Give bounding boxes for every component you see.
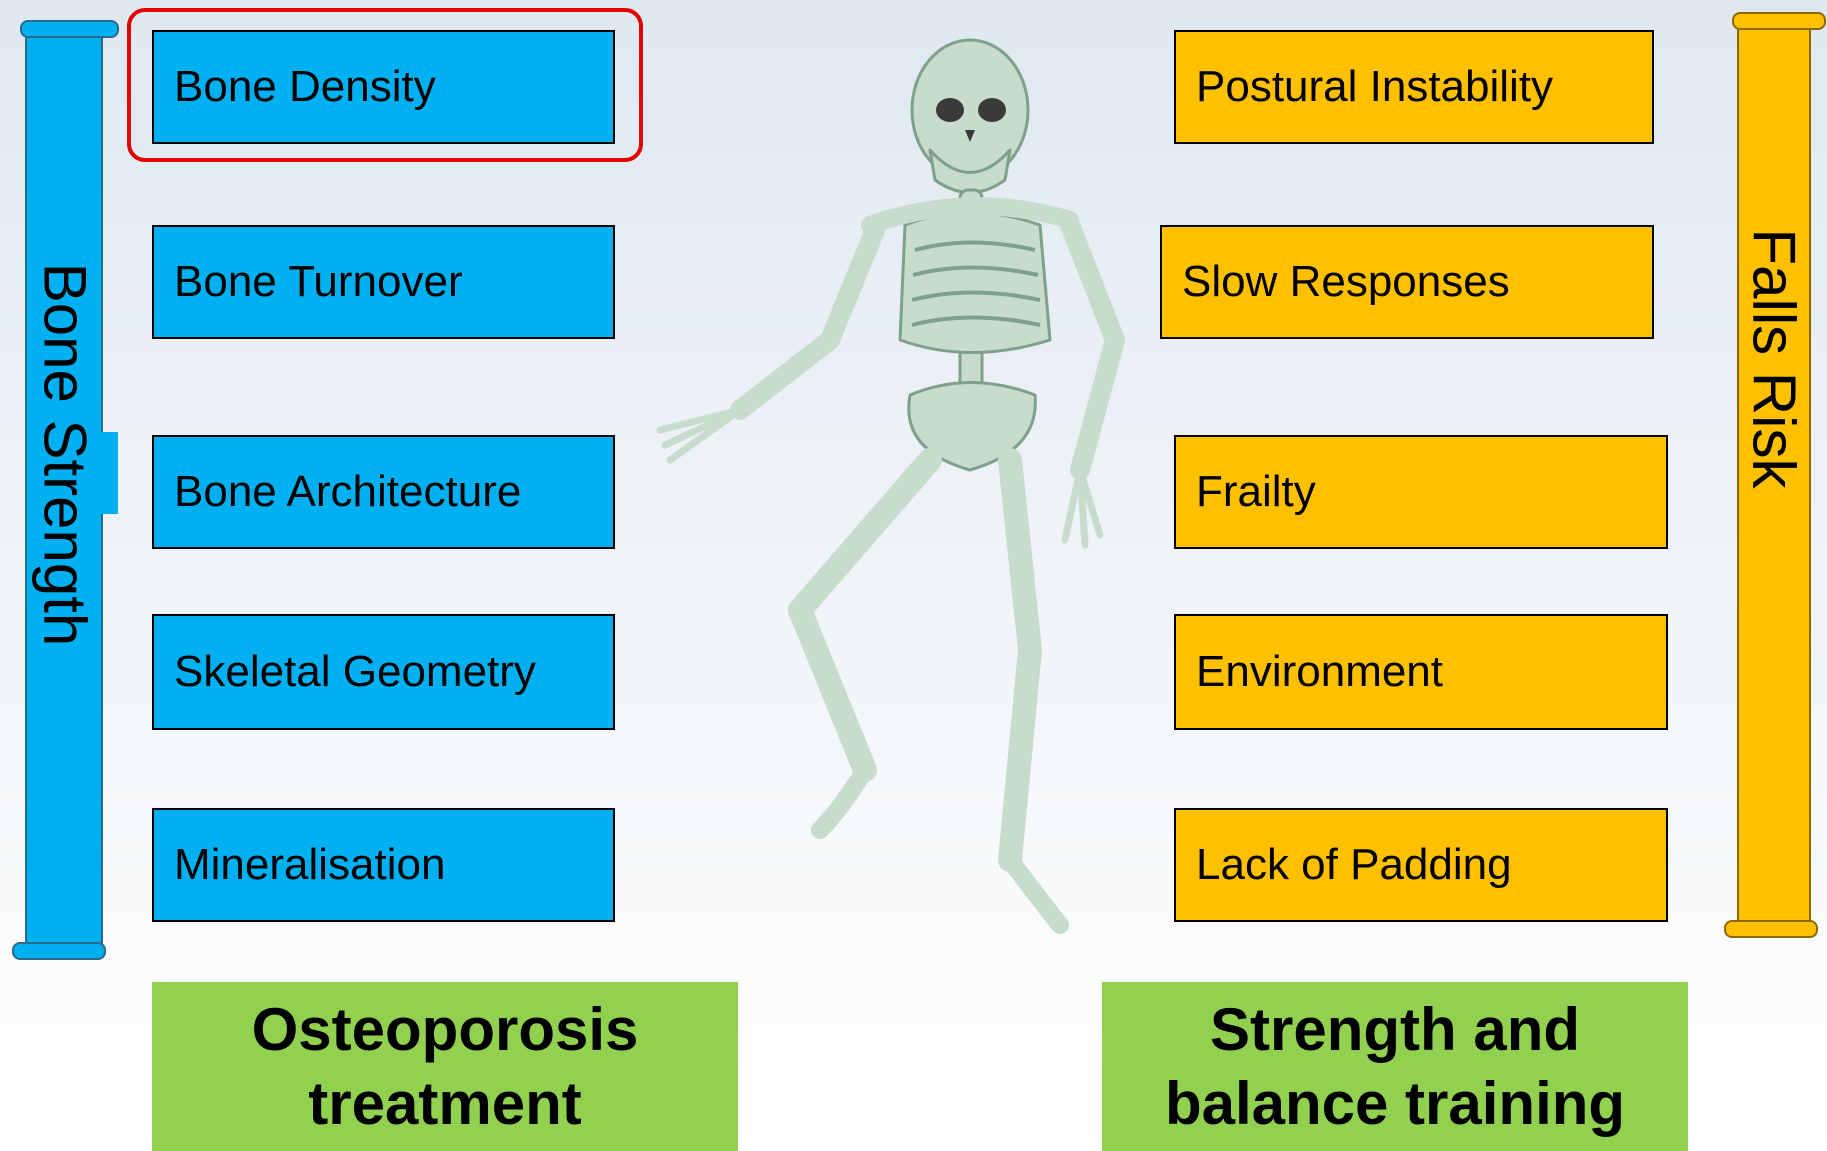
postural-instability-box[interactable]: Postural Instability: [1174, 30, 1654, 144]
bone-architecture-box[interactable]: Bone Architecture: [152, 435, 615, 549]
bone-turnover-box[interactable]: Bone Turnover: [152, 225, 615, 339]
strength-balance-training-box[interactable]: Strength and balance training: [1102, 982, 1688, 1151]
frailty-box[interactable]: Frailty: [1174, 435, 1668, 549]
mineralisation-box[interactable]: Mineralisation: [152, 808, 615, 922]
osteoporosis-treatment-box[interactable]: Osteoporosis treatment: [152, 982, 738, 1151]
skeletal-geometry-box[interactable]: Skeletal Geometry: [152, 614, 615, 730]
scroll-curl-bottom-left: [12, 942, 106, 960]
scroll-tab-left: [100, 432, 118, 514]
osteoporosis-treatment-label: Osteoporosis treatment: [235, 993, 655, 1141]
scroll-curl-top-right: [1732, 12, 1826, 30]
environment-box[interactable]: Environment: [1174, 614, 1668, 730]
skeleton-icon: [620, 20, 1180, 960]
bone-density-box[interactable]: Bone Density: [152, 30, 615, 144]
bone-strength-label: Bone Strength: [31, 255, 100, 655]
strength-balance-training-label: Strength and balance training: [1135, 993, 1655, 1141]
lack-of-padding-box[interactable]: Lack of Padding: [1174, 808, 1668, 922]
scroll-curl-bottom-right: [1724, 920, 1818, 938]
slow-responses-box[interactable]: Slow Responses: [1160, 225, 1654, 339]
scroll-curl-top-left: [20, 20, 119, 38]
falls-risk-label: Falls Risk: [1740, 209, 1809, 509]
